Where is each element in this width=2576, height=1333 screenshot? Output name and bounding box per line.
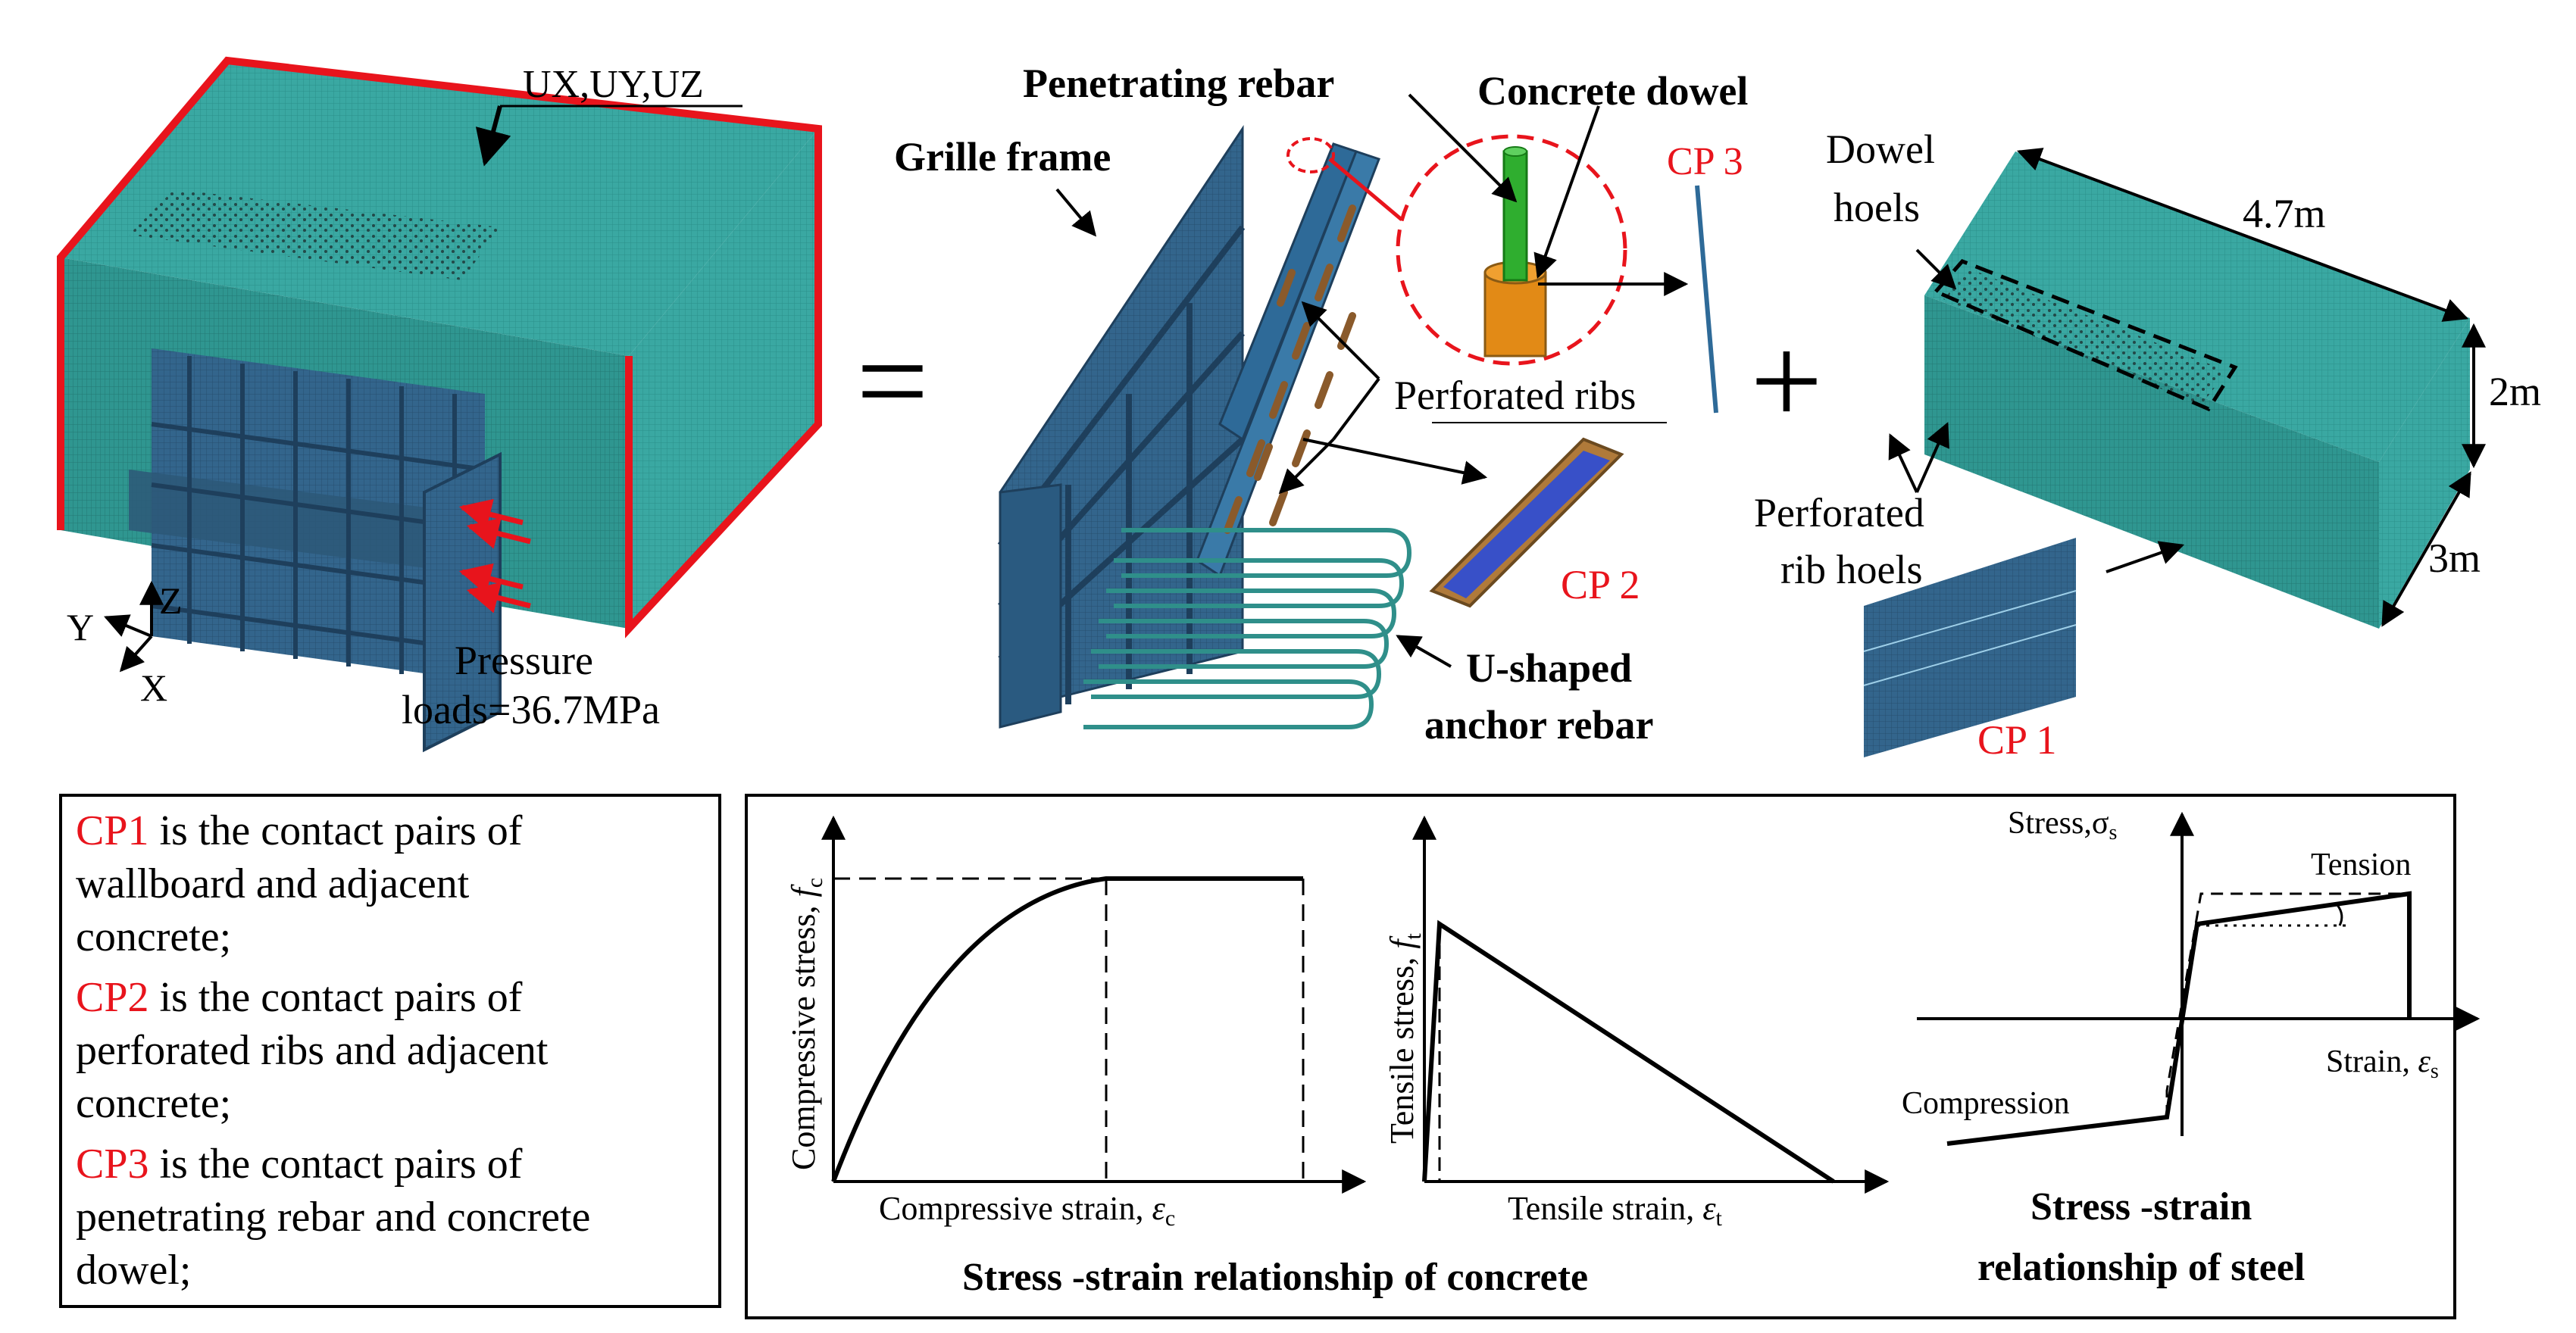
block-front-face [1924, 295, 2379, 629]
concrete-dowel-label: Concrete dowel [1477, 68, 1748, 114]
coordinate-triad [104, 580, 164, 673]
compressive-y-label: Compressive stress, fc [785, 878, 827, 1170]
axis-x-label: X [140, 666, 167, 709]
model-top-face [61, 61, 818, 356]
legend-cp2-line1: CP2 is the contact pairs of [76, 974, 523, 1021]
fixed-leader-arrow [475, 105, 511, 167]
width-dimension: 3m [2428, 535, 2481, 581]
axis-z-label: Z [159, 579, 183, 622]
cp1-label: CP 1 [1977, 717, 2057, 763]
model-dowel-speckles [129, 189, 500, 280]
u-shaped-label-2: anchor rebar [1424, 702, 1653, 748]
fe-model: UX,UY,UZ Pressure loads=36.7MPa Y Z X [57, 56, 822, 753]
perforated-rib-plate [1196, 150, 1380, 578]
legend-cp2-line3: concrete; [76, 1080, 231, 1127]
u-shaped-anchor-rebar [1083, 528, 1412, 729]
tensile-x-label: Tensile strain, εt [1508, 1190, 1723, 1231]
pressure-label-1: Pressure [455, 638, 593, 683]
steel-caption-2: relationship of steel [1977, 1246, 2305, 1289]
grille-frame-label: Grille frame [894, 134, 1111, 180]
fixed-boundary-outline [57, 56, 822, 638]
steel-x-label: Strain, εs [2326, 1044, 2439, 1083]
contact-pairs-legend: CP1 is the contact pairs of wallboard an… [59, 794, 721, 1308]
equals-sign: = [856, 310, 929, 452]
axis-y-label: Y [67, 606, 94, 648]
concrete-caption: Stress -strain relationship of concrete [962, 1256, 1588, 1299]
length-dimension: 4.7m [2243, 191, 2326, 236]
penetrating-rebar-label: Penetrating rebar [1023, 61, 1334, 106]
penetrating-rebar-shape [1502, 150, 1528, 282]
tension-label: Tension [2311, 848, 2411, 882]
tensile-curve-plot: Tensile stress, ft Tensile strain, εt [1383, 815, 1890, 1231]
steel-caption-1: Stress -strain [2030, 1185, 2252, 1228]
height-dimension: 2m [2489, 369, 2541, 414]
legend-cp3-line1: CP3 is the contact pairs of [76, 1141, 523, 1188]
dowel-holes-label-2: hoels [1834, 185, 1920, 230]
concrete-dowel-shape [1483, 271, 1547, 357]
cp3-label: CP 3 [1667, 140, 1743, 183]
compression-label: Compression [1902, 1086, 2070, 1121]
legend-frame [59, 794, 721, 1308]
pressure-arrows [458, 498, 531, 613]
penetrating-rebars [1224, 204, 1356, 534]
rib-holes-label-2: rib hoels [1780, 547, 1922, 592]
compressive-x-label: Compressive strain, εc [879, 1190, 1175, 1231]
tensile-curve [1422, 919, 1835, 1184]
pressure-label-2: loads=36.7MPa [402, 687, 660, 732]
dowel-holes-label-1: Dowel [1826, 126, 1935, 172]
u-shaped-label-1: U-shaped [1466, 645, 1632, 691]
legend-cp1-line3: concrete; [76, 913, 231, 960]
constitutive-curves-panel: Compressive stress, fc Compressive strai… [745, 794, 2481, 1319]
model-right-face [629, 129, 818, 629]
cp1-wallboard [1864, 538, 2076, 757]
steel-curve-plot: Stress,σs Tension Compression Strain, εs [1902, 806, 2481, 1146]
dowel-holes-box [1932, 259, 2238, 412]
curves-frame [745, 794, 2456, 1319]
steel-y-label: Stress,σs [2008, 806, 2117, 844]
legend-cp3-line2: penetrating rebar and concrete [76, 1194, 590, 1241]
cp2-label: CP 2 [1561, 562, 1640, 607]
steel-curve [1946, 891, 2412, 1146]
rib-holes-label-1: Perforated [1754, 490, 1924, 535]
compressive-curve-plot: Compressive stress, fc Compressive strai… [785, 815, 1367, 1231]
legend-cp1-line1: CP1 is the contact pairs of [76, 807, 523, 854]
legend-cp2-line2: perforated ribs and adjacent [76, 1027, 549, 1074]
concrete-block: Dowel hoels 4.7m 2m 3m Perforated rib ho… [1754, 126, 2541, 763]
compressive-curve [831, 876, 1303, 1183]
plus-sign: + [1750, 310, 1823, 452]
tensile-y-label: Tensile stress, ft [1383, 933, 1426, 1144]
perforated-ribs-label: Perforated ribs [1394, 373, 1636, 418]
block-dimensions [1888, 148, 2486, 627]
dowel-detail-circle [1396, 134, 1627, 366]
component-assembly: Penetrating rebar Concrete dowel Grille … [894, 61, 1748, 748]
legend-cp3-line3: dowel; [76, 1247, 191, 1294]
fixed-dof-label: UX,UY,UZ [523, 63, 704, 106]
cp3-rebar-strip [1695, 185, 1718, 414]
legend-cp1-line2: wallboard and adjacent [76, 860, 470, 907]
